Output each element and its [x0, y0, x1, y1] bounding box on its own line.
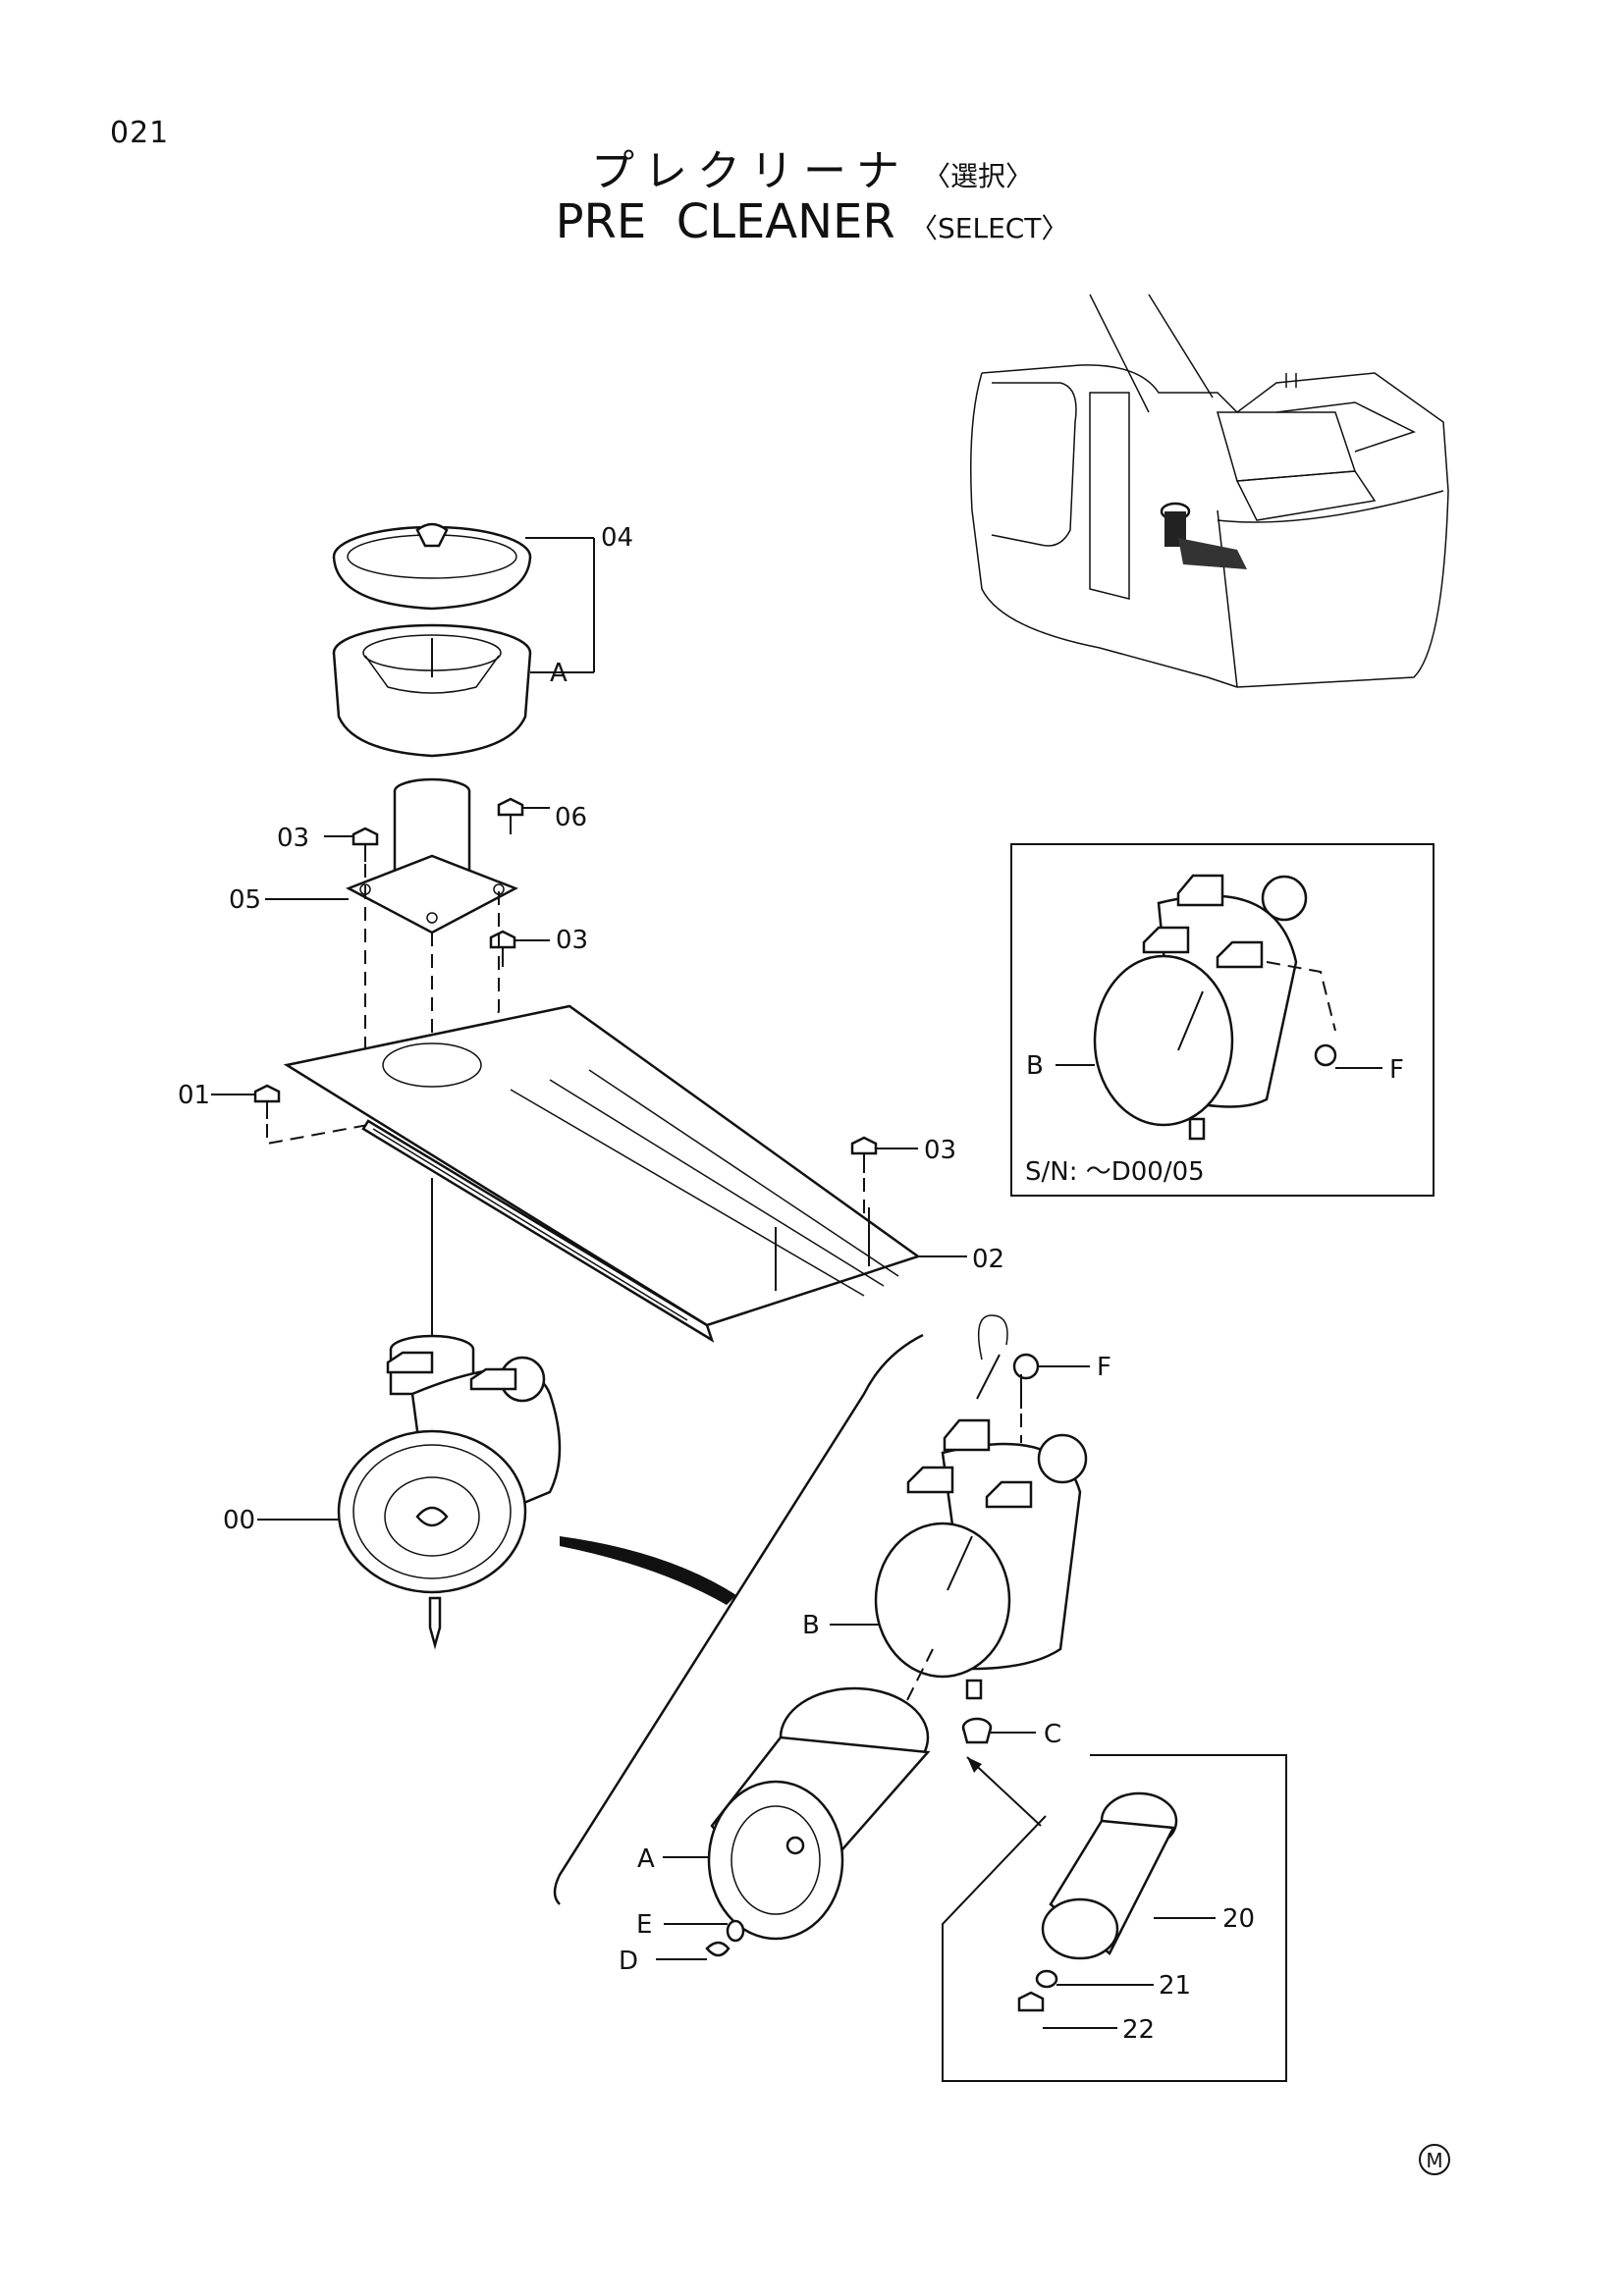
callout-e: E: [636, 1910, 652, 1940]
bolt-22: [1017, 1991, 1045, 2012]
callout-f2: F: [1097, 1353, 1111, 1382]
callout-04: 04: [601, 523, 633, 553]
title-japanese: プレクリーナ 〈選択〉: [0, 135, 1624, 198]
title-en-select: 〈SELECT〉: [910, 212, 1069, 244]
callout-20: 20: [1222, 1904, 1255, 1934]
callout-b1: B: [1026, 1051, 1044, 1081]
callout-b2: B: [802, 1611, 820, 1640]
precleaner-housing-b: [874, 1418, 1088, 1700]
cap-04: [332, 522, 532, 611]
title-english: PRE CLEANER 〈SELECT〉: [0, 194, 1624, 249]
washer-e: [726, 1919, 745, 1943]
title-jp-select: 〈選択〉: [922, 160, 1033, 192]
callout-03a: 03: [277, 824, 309, 853]
callout-06: 06: [555, 803, 587, 832]
title-jp-main: プレクリーナ: [590, 146, 909, 196]
nut-c: [961, 1717, 993, 1744]
inner-element-20: [1041, 1791, 1178, 1960]
callout-03c: 03: [924, 1136, 956, 1165]
group-bracket: [553, 1333, 924, 1905]
leader-lines: [211, 537, 1382, 2029]
precleaner-location-mark: [1164, 511, 1186, 547]
precleaner-location-shadow: [1178, 538, 1247, 569]
wing-nut-d: [705, 1941, 731, 1957]
filter-element-a: [707, 1686, 931, 1941]
callout-c: C: [1044, 1720, 1061, 1749]
sn-detail-box: [1010, 843, 1435, 1197]
wing-nut-icon: [415, 522, 449, 548]
drain-valve-f: [976, 1314, 1047, 1409]
callout-05: 05: [229, 885, 261, 915]
excavator-overview: [970, 294, 1449, 688]
bolt-03c: [850, 1136, 878, 1173]
title-en-main: PRE CLEANER: [555, 194, 895, 249]
callout-22: 22: [1122, 2015, 1155, 2045]
bolt-03a: [352, 827, 379, 862]
bolt-03b: [489, 930, 516, 967]
page-number: 021: [110, 116, 170, 150]
serial-note: S/N: ～D00/05: [1025, 1157, 1205, 1187]
callout-d: D: [619, 1947, 638, 1976]
callout-00: 00: [223, 1506, 255, 1535]
mounting-plate-02: [283, 1004, 921, 1343]
callout-01: 01: [178, 1081, 210, 1110]
callout-a1: A: [550, 659, 568, 688]
pointer-arrow: [560, 1536, 736, 1605]
precleaner-assembly-00: [337, 1334, 562, 1650]
drain-valve-icon: [1314, 1043, 1337, 1067]
callout-02: 02: [972, 1245, 1004, 1274]
callout-f1: F: [1389, 1055, 1404, 1085]
callout-03b: 03: [556, 926, 588, 955]
maker-mark-letter: M: [1426, 2149, 1442, 2172]
flange-tube-05: [345, 777, 519, 934]
callout-21: 21: [1159, 1971, 1191, 2001]
precleaner-body-a: [332, 623, 532, 758]
maker-mark-icon: M: [1419, 2144, 1450, 2175]
bolt-06: [497, 797, 524, 834]
callout-a2: A: [637, 1844, 655, 1874]
washer-21: [1035, 1969, 1058, 1989]
detail-box: [942, 1754, 1287, 2082]
bolt-01: [253, 1084, 281, 1119]
